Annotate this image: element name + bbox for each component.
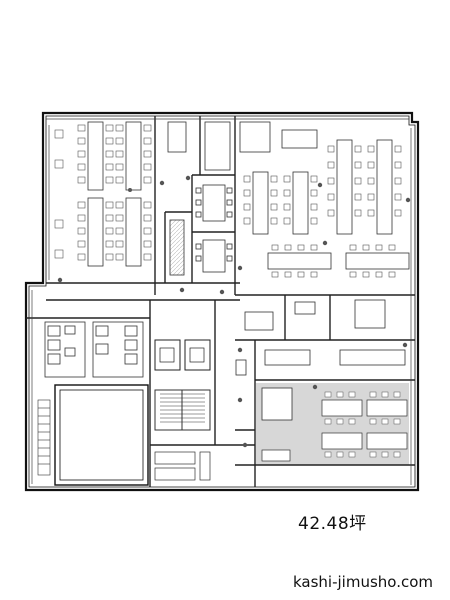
chairs-bottom-right [324, 391, 401, 458]
desks-bottom-right [261, 399, 408, 462]
restrooms [44, 321, 144, 378]
bottom-pantry [154, 451, 211, 481]
chairs-top-left [54, 124, 152, 261]
elevators [154, 339, 211, 371]
interior-walls [26, 116, 415, 487]
website-watermark: kashi-jimusho.com [293, 573, 434, 591]
meeting-rooms-center [169, 184, 233, 276]
chairs-top-right [243, 145, 402, 278]
stairs [154, 389, 211, 431]
left-stairwell [37, 399, 51, 476]
corridor-furniture [235, 299, 406, 421]
window-strips [31, 118, 412, 485]
plant-markers [57, 175, 411, 448]
desks-top-right [239, 121, 410, 270]
desks-top-left [87, 121, 231, 267]
atrium-void [54, 384, 149, 486]
floor-area-label: 42.48坪 [298, 514, 367, 534]
